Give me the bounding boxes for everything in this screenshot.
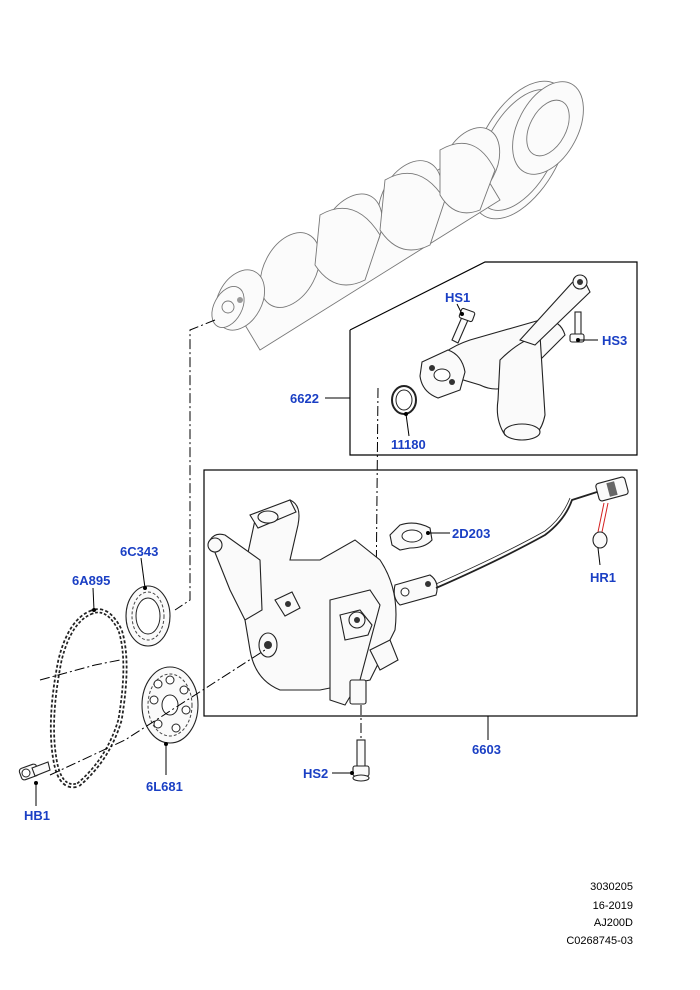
callout-hr1[interactable]: HR1	[590, 570, 616, 585]
bolt-hs3	[569, 311, 585, 343]
gasket-2d203	[389, 522, 433, 551]
callout-6c343[interactable]: 6C343	[120, 544, 158, 559]
sprocket-6l681	[141, 666, 199, 744]
clip-hr1	[592, 502, 609, 549]
reference-line-4: C0268745-03	[566, 935, 633, 947]
centerline-crank	[174, 319, 216, 611]
chain-6a895	[49, 608, 128, 789]
bolt-hb1	[18, 761, 51, 781]
reference-line-3: AJ200D	[594, 917, 633, 929]
oil-pickup-tube	[419, 274, 591, 441]
callout-hs1[interactable]: HS1	[445, 290, 470, 305]
reference-block: 3030205 16-2019 AJ200D C0268745-03	[566, 881, 633, 947]
centerline-pump-shaft	[49, 649, 266, 776]
callout-hb1[interactable]: HB1	[24, 808, 50, 823]
oil-pump-illustration	[207, 499, 438, 706]
reference-line-1: 3030205	[590, 881, 633, 893]
seal-ring-11180	[391, 385, 417, 415]
callout-6l681[interactable]: 6L681	[146, 779, 183, 794]
callout-hs2[interactable]: HS2	[303, 766, 328, 781]
pump-box	[203, 469, 638, 717]
sprocket-6c343	[125, 585, 171, 647]
pickup-box	[349, 261, 638, 456]
bolt-hs1	[451, 307, 476, 344]
callout-6a895[interactable]: 6A895	[72, 573, 110, 588]
sensor-harness	[435, 476, 629, 589]
centerline-chain	[39, 659, 121, 681]
bolt-hs2	[352, 739, 370, 782]
callout-11180[interactable]: 11180	[391, 437, 426, 452]
callout-hs3[interactable]: HS3	[602, 333, 627, 348]
callout-2d203[interactable]: 2D203	[452, 526, 490, 541]
crankshaft-illustration	[211, 80, 584, 351]
reference-line-2: 16-2019	[593, 900, 633, 912]
leader-lines	[34, 303, 601, 806]
callout-6603[interactable]: 6603	[472, 742, 501, 757]
callout-6622[interactable]: 6622	[290, 391, 319, 406]
